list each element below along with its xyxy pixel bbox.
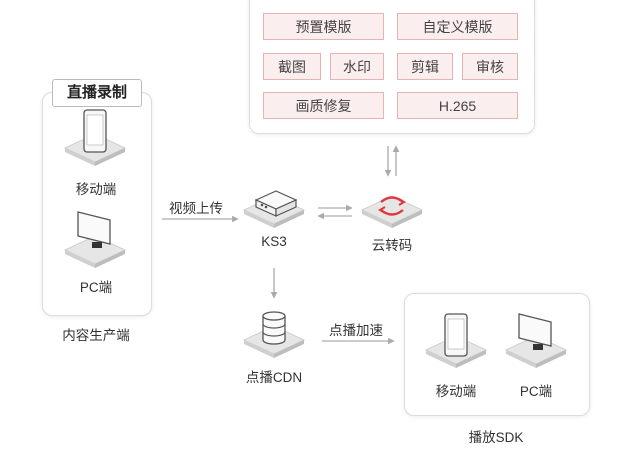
ks3-label: KS3 bbox=[261, 234, 287, 249]
producer-mobile-label: 移动端 bbox=[75, 182, 117, 197]
chip-clip: 剪辑 bbox=[397, 53, 453, 80]
player-mobile-label: 移动端 bbox=[435, 384, 477, 399]
database-icon bbox=[242, 311, 306, 358]
monitor-icon bbox=[504, 313, 568, 368]
chip-quality-repair: 画质修复 bbox=[263, 92, 384, 119]
chip-review: 审核 bbox=[462, 53, 518, 80]
chip-preset-template: 预置模版 bbox=[263, 13, 384, 40]
chip-watermark: 水印 bbox=[330, 53, 384, 80]
storage-box-icon bbox=[242, 190, 306, 228]
transcode-label: 云转码 bbox=[371, 238, 413, 253]
chip-custom-template: 自定义模版 bbox=[397, 13, 518, 40]
transcode-icon bbox=[360, 195, 424, 228]
player-sdk-caption: 播放SDK bbox=[468, 430, 524, 445]
cdn-label: 点播CDN bbox=[245, 370, 303, 385]
accelerate-label: 点播加速 bbox=[329, 323, 383, 338]
live-recording-title: 直播录制 bbox=[52, 79, 142, 107]
player-pc-label: PC端 bbox=[519, 384, 553, 399]
upload-label: 视频上传 bbox=[169, 201, 223, 216]
producer-caption: 内容生产端 bbox=[62, 328, 130, 343]
phone-icon bbox=[424, 313, 488, 368]
phone-icon bbox=[63, 109, 127, 166]
chip-screenshot: 截图 bbox=[263, 53, 321, 80]
chip-h265: H.265 bbox=[397, 92, 518, 119]
monitor-icon bbox=[63, 211, 127, 268]
producer-pc-label: PC端 bbox=[79, 280, 113, 295]
